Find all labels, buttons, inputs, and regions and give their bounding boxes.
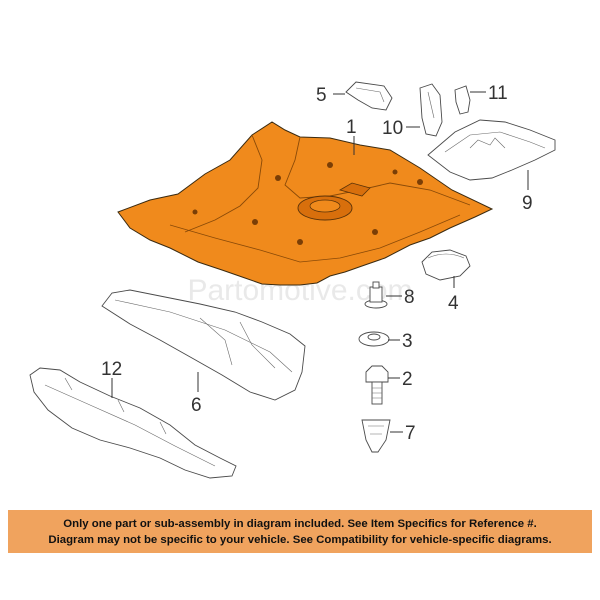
part-5-bracket[interactable] (345, 81, 393, 111)
part-4-cap[interactable] (421, 249, 471, 281)
part-12-front-deflector[interactable] (29, 367, 237, 479)
part-1-engine-splash-shield[interactable] (117, 121, 494, 286)
leader-lines (111, 91, 529, 433)
callout-4: 4 (448, 293, 459, 314)
callout-6: 6 (191, 395, 202, 416)
callout-2: 2 (402, 369, 413, 390)
callout-7: 7 (405, 423, 416, 444)
part-11-clip[interactable] (454, 85, 471, 115)
callout-10: 10 (382, 118, 403, 139)
callout-1: 1 (346, 117, 357, 138)
callout-8: 8 (404, 287, 415, 308)
callout-9: 9 (522, 193, 533, 214)
part-3-washer[interactable] (358, 331, 390, 347)
callout-3: 3 (402, 331, 413, 352)
disclaimer-line-2: Diagram may not be specific to your vehi… (48, 533, 552, 546)
part-6-side-shield[interactable] (101, 289, 306, 401)
part-8-bolt[interactable] (364, 281, 388, 309)
disclaimer-banner: Only one part or sub-assembly in diagram… (8, 510, 592, 553)
callout-5: 5 (316, 85, 327, 106)
disclaimer-line-1: Only one part or sub-assembly in diagram… (63, 517, 537, 530)
callout-12: 12 (101, 359, 122, 380)
callout-11: 11 (488, 83, 508, 104)
part-9-rear-cover[interactable] (427, 119, 556, 181)
part-7-push-clip[interactable] (361, 419, 391, 453)
part-2-bolt[interactable] (365, 365, 389, 405)
part-10-bracket[interactable] (419, 83, 443, 137)
